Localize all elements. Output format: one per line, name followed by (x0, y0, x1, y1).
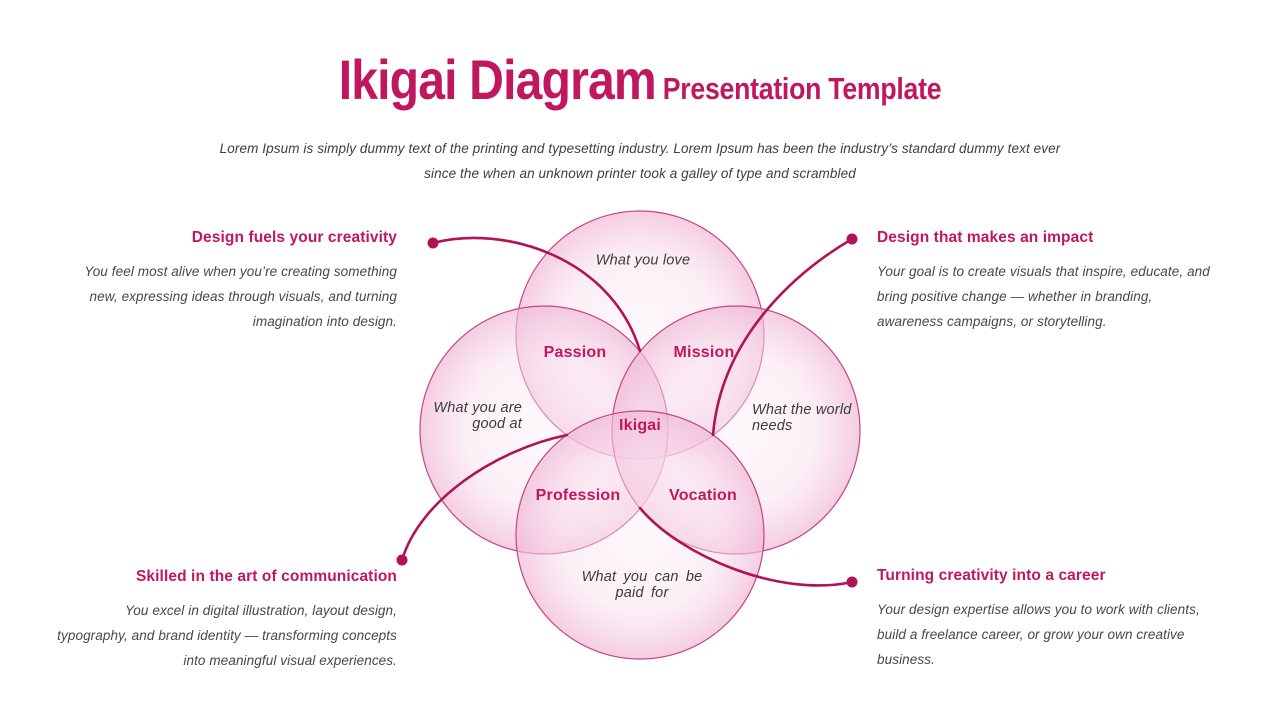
callout-top-right: Design that makes an impact Your goal is… (877, 229, 1217, 334)
label-what-the-world-needs: What the world needs (752, 402, 852, 434)
connector-line-top-left (431, 236, 642, 353)
connector-line-top-right (711, 237, 854, 437)
connector-line-bottom-left (400, 433, 569, 562)
connector-dot-bottom-right (846, 576, 858, 588)
subtitle: Lorem Ipsum is simply dummy text of the … (219, 141, 1061, 181)
title-main: Ikigai Diagram (338, 48, 657, 111)
circle-what-you-can-be-paid-for (515, 410, 765, 660)
callout-bottom-left-heading: Skilled in the art of communication (135, 568, 397, 585)
connector-dot-top-right (846, 233, 858, 245)
callout-bottom-right: Turning creativity into a career Your de… (877, 567, 1217, 672)
callout-bottom-left-body: You excel in digital illustration, layou… (57, 603, 397, 668)
connector-dot-bottom-left (396, 554, 408, 566)
callout-bottom-right-heading: Turning creativity into a career (877, 567, 1106, 584)
label-vocation: Vocation (669, 487, 737, 504)
callout-top-left-heading: Design fuels your creativity (191, 229, 397, 246)
title-suffix: Presentation Template (662, 71, 942, 106)
label-ikigai: Ikigai (618, 417, 662, 434)
label-mission: Mission (673, 344, 735, 361)
label-what-you-love: What you love (595, 252, 691, 269)
callout-bottom-left: Skilled in the art of communication You … (57, 568, 397, 673)
label-passion: Passion (543, 344, 607, 361)
connector-line-bottom-right (638, 506, 854, 587)
connector-dot-top-left (427, 237, 439, 249)
label-profession: Profession (535, 487, 621, 504)
label-what-you-can-be-paid-for: What you can be paid for (581, 569, 703, 601)
callout-top-right-body: Your goal is to create visuals that insp… (877, 264, 1210, 329)
callout-bottom-right-body: Your design expertise allows you to work… (877, 602, 1200, 667)
callout-top-right-heading: Design that makes an impact (877, 229, 1094, 246)
callout-top-left: Design fuels your creativity You feel mo… (57, 229, 397, 334)
label-what-you-are-good-at: What you are good at (433, 400, 522, 432)
callout-top-left-body: You feel most alive when you’re creating… (84, 264, 397, 329)
